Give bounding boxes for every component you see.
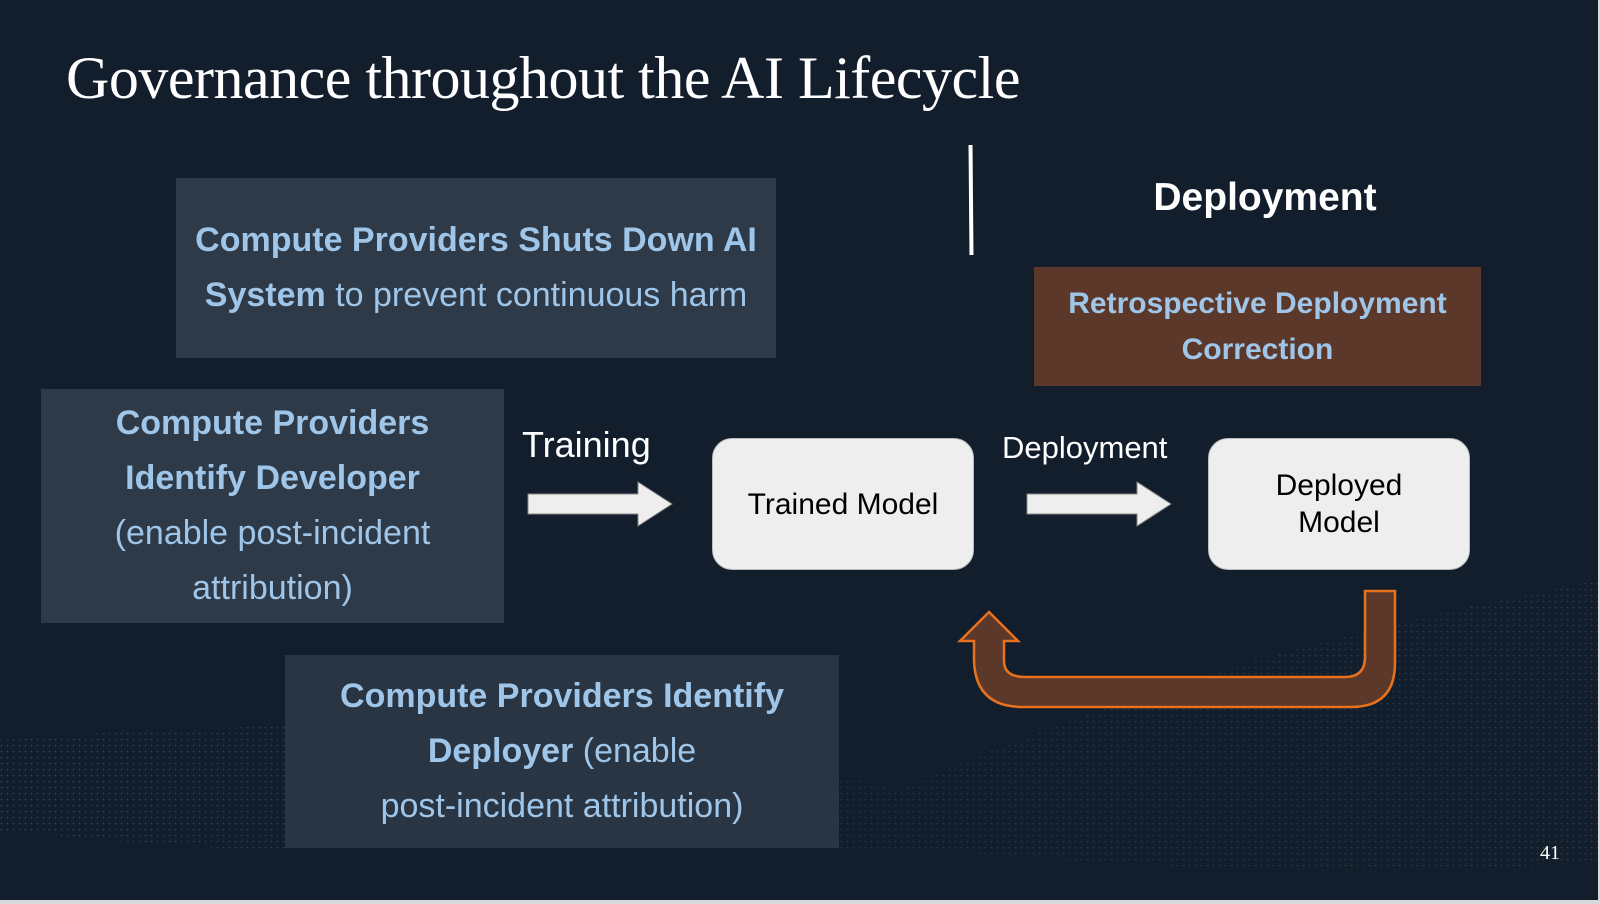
identify-deployer-bold2: Deployer — [427, 732, 574, 770]
shutdown-box: Compute Providers Shuts Down AI System t… — [176, 178, 776, 358]
page-number: 41 — [1540, 842, 1560, 864]
shutdown-normal-text: to prevent continuous harm — [325, 276, 748, 314]
identify-developer-normal: (enable post-incident attribution) — [114, 514, 431, 607]
shutdown-text: Compute Providers Shuts Down AI System t… — [176, 213, 776, 323]
retrospective-line2: Correction — [1181, 332, 1334, 366]
identify-developer-bold1: Compute Providers — [115, 404, 430, 442]
training-label: Training — [522, 424, 651, 465]
deployment-arrow-label: Deployment — [1002, 430, 1168, 465]
identify-developer-box: Compute Providers Identify Developer (en… — [41, 389, 504, 623]
identify-developer-bold2: Identify Developer — [125, 459, 420, 497]
identify-deployer-line3: post-incident attribution) — [380, 787, 744, 825]
identify-deployer-bold1: Compute Providers Identify — [340, 677, 784, 715]
slide-title: Governance throughout the AI Lifecycle — [66, 45, 1020, 111]
identify-deployer-box: Compute Providers Identify Deployer (ena… — [285, 655, 839, 848]
deployment-heading: Deployment — [1153, 176, 1377, 219]
shutdown-bold-text: Compute Providers Shuts Down AI System — [195, 221, 757, 314]
deployed-model-node: Deployed Model — [1208, 438, 1470, 570]
training-arrow-icon — [527, 481, 673, 527]
retrospective-line1: Retrospective Deployment — [1068, 286, 1447, 320]
retrospective-correction-box: Retrospective Deployment Correction — [1034, 267, 1481, 386]
deployed-model-line2: Model — [1298, 506, 1380, 539]
feedback-uturn-arrow-icon — [956, 589, 1397, 709]
deployed-model-line1: Deployed — [1275, 469, 1403, 502]
identify-deployer-inline: (enable — [573, 732, 697, 770]
trained-model-node: Trained Model — [712, 438, 974, 570]
trained-model-label: Trained Model — [747, 487, 939, 521]
deployment-arrow-icon — [1026, 481, 1172, 527]
